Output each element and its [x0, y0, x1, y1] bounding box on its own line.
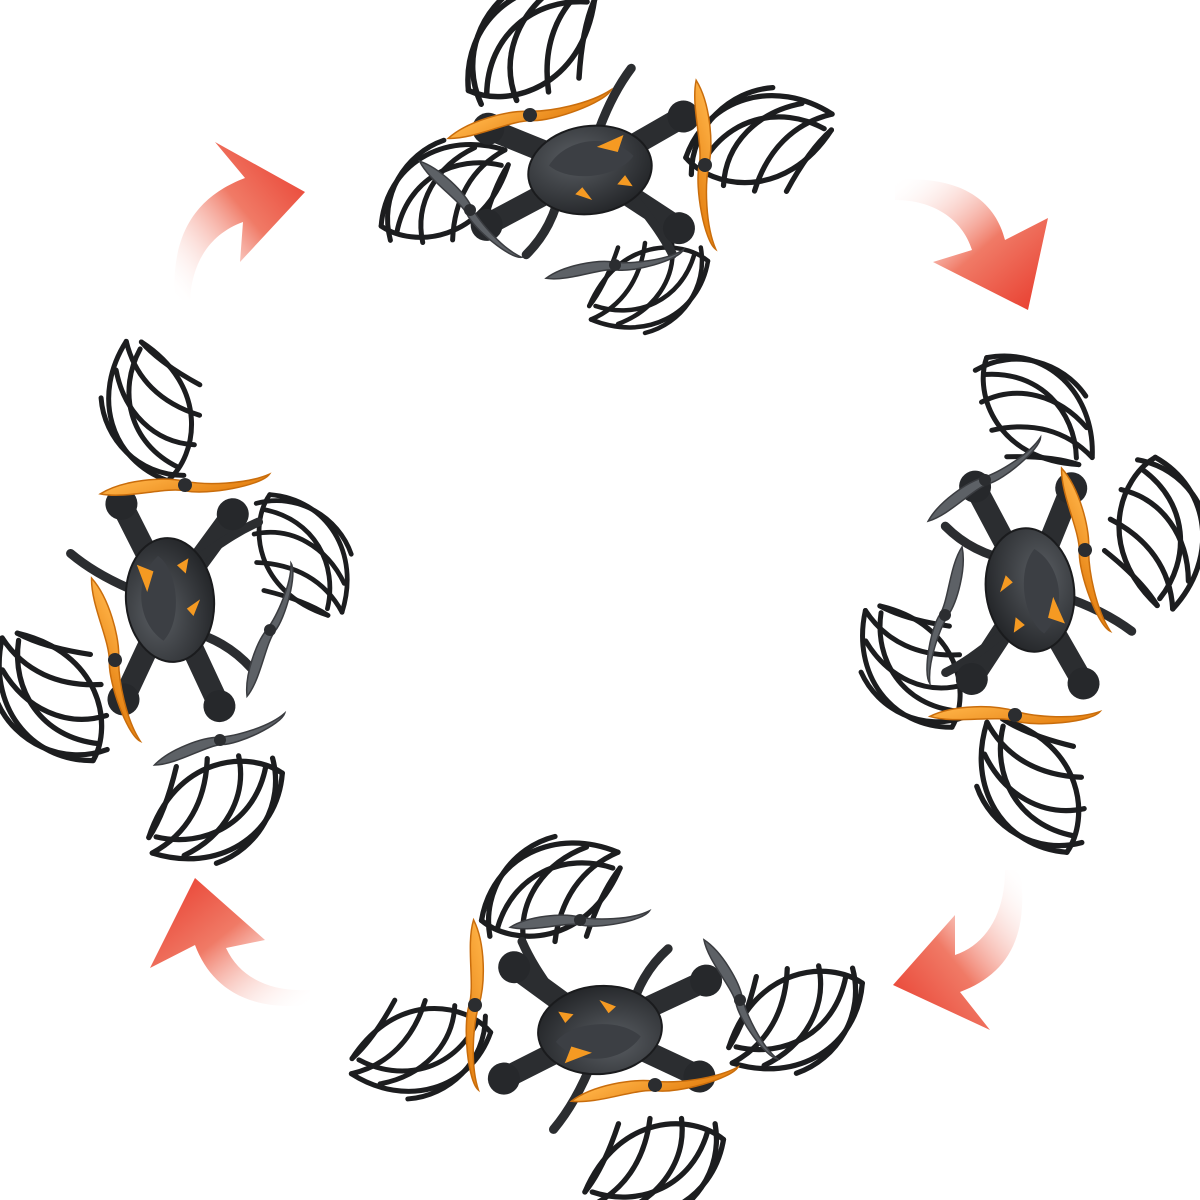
drone-right: [850, 330, 1200, 859]
arrow-bottom-left-icon: [150, 878, 310, 1007]
drone-bottom: [347, 837, 870, 1200]
arrow-top-right-icon: [895, 179, 1048, 310]
arrow-top-left-icon: [174, 142, 305, 300]
drone-left: [0, 337, 356, 869]
drone-top: [374, 0, 837, 333]
arrow-bottom-right-icon: [893, 870, 1023, 1030]
